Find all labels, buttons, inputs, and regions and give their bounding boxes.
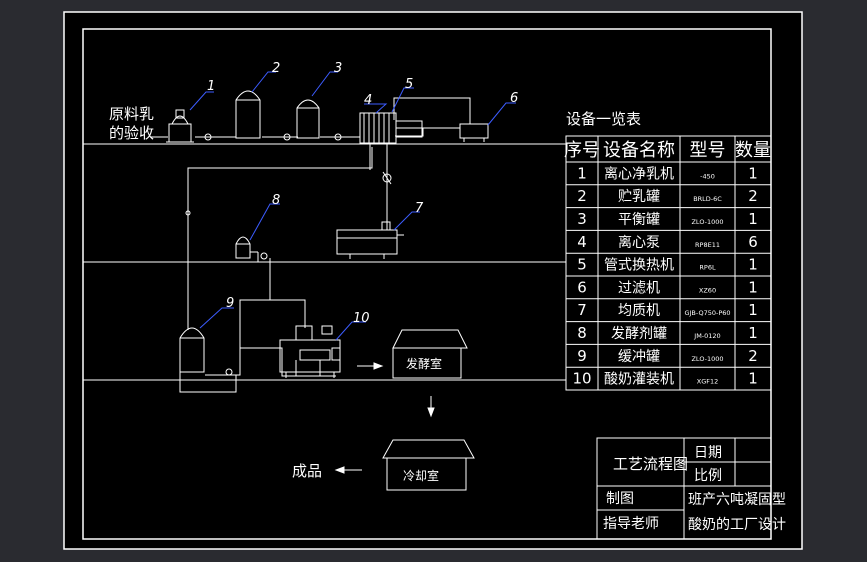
- drawing-name: 工艺流程图: [613, 455, 688, 473]
- balloon-2: 2: [272, 61, 280, 76]
- project-line2: 酸奶的工厂设计: [688, 517, 786, 533]
- table-cell: 9: [577, 347, 587, 365]
- table-cell: 离心净乳机: [604, 165, 674, 182]
- buffer-tank: [179, 327, 205, 373]
- filter-machine: [459, 123, 489, 142]
- table-cell: 1: [577, 164, 587, 182]
- table-cell: ZLO-1000: [691, 355, 723, 363]
- table-header-cell: 型号: [690, 140, 726, 161]
- table-cell: 1: [748, 256, 758, 274]
- cooling-room-label: 冷却室: [403, 468, 439, 483]
- table-cell: 1: [748, 370, 758, 388]
- table-cell: 6: [748, 233, 758, 251]
- balloon-10: 10: [353, 311, 370, 326]
- tubular-heat-exchanger: [359, 112, 423, 144]
- homogenizer: [336, 221, 404, 259]
- table-cell: 酸奶灌装机: [604, 372, 674, 388]
- table-cell: 1: [748, 164, 758, 182]
- starter-tank: [235, 236, 258, 259]
- table-cell: 2: [748, 347, 758, 365]
- table-cell: 5: [577, 256, 587, 274]
- table-cell: 贮乳罐: [618, 189, 660, 205]
- table-cell: 1: [748, 324, 758, 342]
- finished-product-label: 成品: [292, 462, 322, 480]
- table-cell: JM-0120: [693, 332, 720, 340]
- table-cell: ZLO-1000: [691, 218, 723, 226]
- process-piping: [150, 97, 471, 393]
- raw-milk-label-line2: 的验收: [109, 124, 154, 142]
- table-cell: GJB-Q750-P60: [684, 309, 730, 317]
- table-cell: 均质机: [618, 303, 660, 319]
- balloon-5: 5: [405, 77, 413, 92]
- arrow-to-product: [334, 466, 362, 474]
- balloon-3: 3: [334, 61, 342, 76]
- table-header-cell: 设备名称: [603, 140, 675, 161]
- balloon-7: 7: [415, 201, 424, 216]
- balloon-labels: 1 2 3 4 5 6 7 8 9 10: [207, 61, 518, 326]
- table-cell: RP6L: [699, 264, 716, 272]
- balloon-8: 8: [272, 193, 280, 208]
- table-cell: 6: [577, 278, 587, 296]
- balance-tank: [296, 99, 320, 139]
- table-header-cell: 数量: [735, 140, 771, 161]
- date-label: 日期: [694, 445, 722, 461]
- equipment-table: 序号设备名称型号数量 1 离心净乳机 -450 1 2 贮乳罐 BRLD-6C 2 3 平衡罐 ZLO…: [564, 135, 772, 391]
- clarifier-equipment: [166, 109, 194, 143]
- table-cell: XZ60: [699, 286, 716, 294]
- table-cell: XGF12: [697, 378, 719, 386]
- table-cell: 过滤机: [618, 280, 660, 296]
- table-cell: 发酵剂罐: [611, 326, 667, 342]
- table-cell: 1: [748, 301, 758, 319]
- table-cell: 1: [748, 278, 758, 296]
- table-cell: 2: [748, 187, 758, 205]
- scale-label: 比例: [694, 468, 722, 484]
- table-cell: 4: [577, 233, 587, 251]
- table-cell: -450: [700, 172, 715, 180]
- title-block: [596, 437, 772, 540]
- table-cell: 缓冲罐: [618, 349, 660, 365]
- table-cell: BRLD-6C: [693, 195, 722, 203]
- centrifugal-pumps: [204, 133, 342, 376]
- balloon-9: 9: [226, 296, 234, 311]
- table-cell: 8: [577, 324, 587, 342]
- project-line1: 班产六吨凝固型: [688, 492, 786, 508]
- arrow-down-to-cooling: [427, 396, 435, 418]
- table-cell: 3: [577, 210, 587, 228]
- fermentation-room-label: 发酵室: [406, 356, 442, 371]
- table-cell: 1: [748, 210, 758, 228]
- balloon-6: 6: [510, 91, 518, 106]
- balloon-1: 1: [207, 79, 215, 94]
- drafter-label: 制图: [606, 491, 634, 507]
- floor-lines: [83, 143, 566, 381]
- raw-milk-label-line1: 原料乳: [109, 105, 154, 123]
- drawing-paper: [63, 11, 803, 550]
- fermentation-room: [392, 329, 468, 379]
- arrow-to-fermentation: [357, 362, 384, 370]
- table-cell: 7: [577, 301, 587, 319]
- table-cell: 10: [572, 370, 591, 388]
- table-cell: 管式换热机: [604, 257, 674, 274]
- balloon-4: 4: [364, 93, 372, 108]
- table-cell: 离心泵: [618, 234, 660, 251]
- table-cell: RP8E11: [695, 241, 720, 249]
- table-cell: 2: [577, 187, 587, 205]
- cooling-room: [382, 439, 475, 491]
- table-header-cell: 序号: [564, 140, 600, 161]
- advisor-label: 指导老师: [603, 516, 659, 532]
- equipment-list-title: 设备一览表: [566, 110, 641, 128]
- leader-lines: [189, 71, 516, 341]
- storage-tank: [235, 90, 261, 139]
- yogurt-filling-machine: [279, 325, 341, 378]
- table-cell: 平衡罐: [618, 212, 660, 228]
- valve-symbols: [185, 171, 392, 216]
